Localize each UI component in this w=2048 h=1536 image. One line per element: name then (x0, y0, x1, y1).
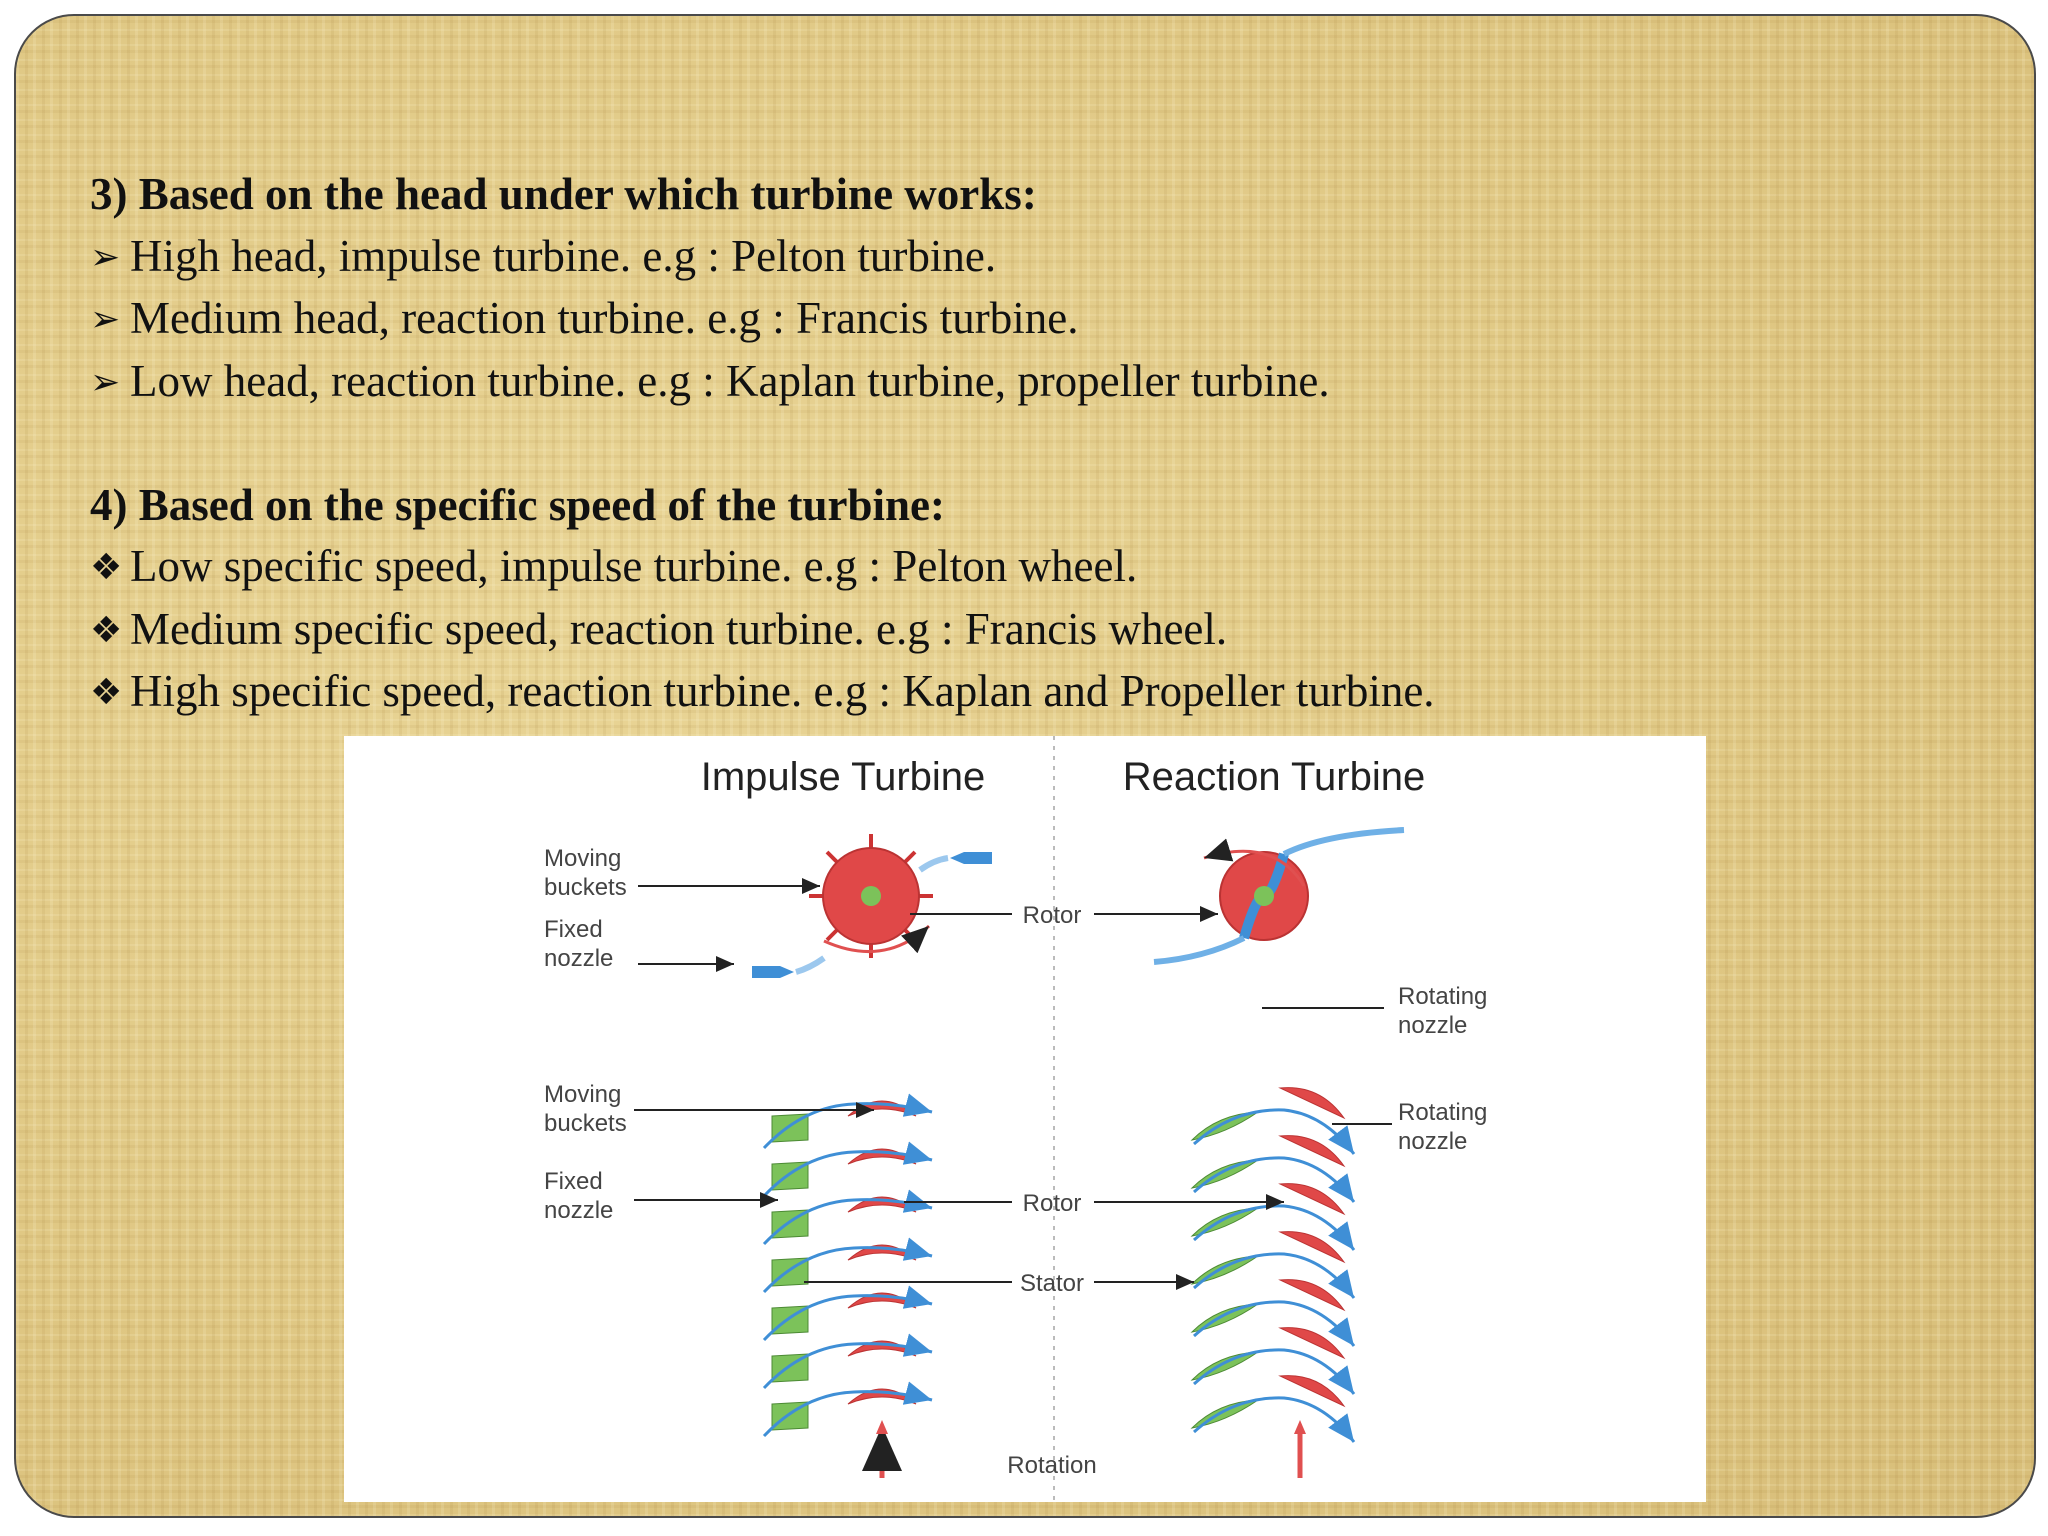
section-4-item: ❖High specific speed, reaction turbine. … (90, 661, 1990, 724)
rotation-label: Rotation (1007, 1452, 1096, 1479)
section-3-item-text: High head, impulse turbine. e.g : Pelton… (130, 230, 997, 281)
section-3-heading: 3) Based on the head under which turbine… (90, 169, 1037, 219)
impulse-lower-labels: Moving buckets Fixed nozzle (544, 1081, 874, 1224)
section-4-item: ❖Medium specific speed, reaction turbine… (90, 599, 1990, 662)
rotor-label: Rotor (1023, 902, 1082, 929)
moving-buckets-label: Moving (544, 845, 621, 872)
section-4-heading: 4) Based on the specific speed of the tu… (90, 479, 945, 530)
diamond-bullet-icon: ❖ (90, 609, 123, 651)
rotating-nozzle-label: Rotating (1398, 983, 1487, 1010)
fixed-nozzle-label: Fixed (544, 1168, 603, 1195)
impulse-wheel-icon (752, 834, 992, 978)
rotating-nozzle-label: Rotating (1398, 1099, 1487, 1126)
diamond-bullet-icon: ❖ (90, 547, 123, 588)
section-4-item-text: Low specific speed, impulse turbine. e.g… (130, 541, 1138, 591)
arrow-bullet-icon: ➢ (90, 299, 121, 340)
impulse-left-labels: Moving buckets Fixed nozzle (544, 845, 820, 972)
moving-buckets-label: Moving (544, 1081, 621, 1108)
section-4-item: ❖Low specific speed, impulse turbine. e.… (90, 536, 1990, 599)
section-4-item-text: Medium specific speed, reaction turbine.… (130, 603, 1228, 654)
rotating-nozzle-top: Rotating nozzle (1262, 983, 1487, 1039)
section-3-item-text: Medium head, reaction turbine. e.g : Fra… (130, 293, 1079, 343)
moving-buckets-label: buckets (544, 874, 627, 901)
arrow-bullet-icon: ➢ (90, 361, 121, 403)
diamond-bullet-icon: ❖ (90, 672, 123, 713)
section-3-item: ➢High head, impulse turbine. e.g : Pelto… (90, 226, 1990, 289)
rotor-callout-top: Rotor (910, 902, 1218, 929)
section-3-item-text: Low head, reaction turbine. e.g : Kaplan… (130, 355, 1330, 406)
reaction-turbine-title: Reaction Turbine (1123, 755, 1425, 799)
arrow-bullet-icon: ➢ (90, 236, 121, 278)
stator-callout: Stator (804, 1270, 1194, 1297)
impulse-blade-rows (764, 1100, 932, 1478)
slide-background: 3) Based on the head under which turbine… (14, 14, 2036, 1518)
section-3-item: ➢Medium head, reaction turbine. e.g : Fr… (90, 288, 1990, 351)
reaction-blade-rows (1191, 1087, 1354, 1478)
section-4-item-text: High specific speed, reaction turbine. e… (130, 666, 1435, 716)
rotating-nozzle-label: nozzle (1398, 1012, 1467, 1039)
rotor-label: Rotor (1023, 1190, 1082, 1217)
impulse-turbine-title: Impulse Turbine (701, 755, 986, 799)
turbine-comparison-figure: Impulse Turbine Reaction Turbine (344, 736, 1706, 1502)
fixed-nozzle-label: Fixed (544, 916, 603, 943)
rotating-nozzle-label: nozzle (1398, 1128, 1467, 1155)
rotating-nozzle-bottom: Rotating nozzle (1332, 1099, 1487, 1155)
slide-body: 3) Based on the head under which turbine… (90, 164, 1990, 724)
section-spacer (90, 413, 1990, 475)
rotor-callout-bottom: Rotor (904, 1190, 1284, 1217)
fixed-nozzle-label: nozzle (544, 1197, 613, 1224)
stator-label: Stator (1020, 1270, 1084, 1297)
turbine-diagram: Impulse Turbine Reaction Turbine (544, 736, 1487, 1502)
section-3-item: ➢Low head, reaction turbine. e.g : Kapla… (90, 351, 1990, 414)
reaction-wheel-icon (1153, 827, 1405, 965)
fixed-nozzle-label: nozzle (544, 945, 613, 972)
moving-buckets-label: buckets (544, 1110, 627, 1137)
